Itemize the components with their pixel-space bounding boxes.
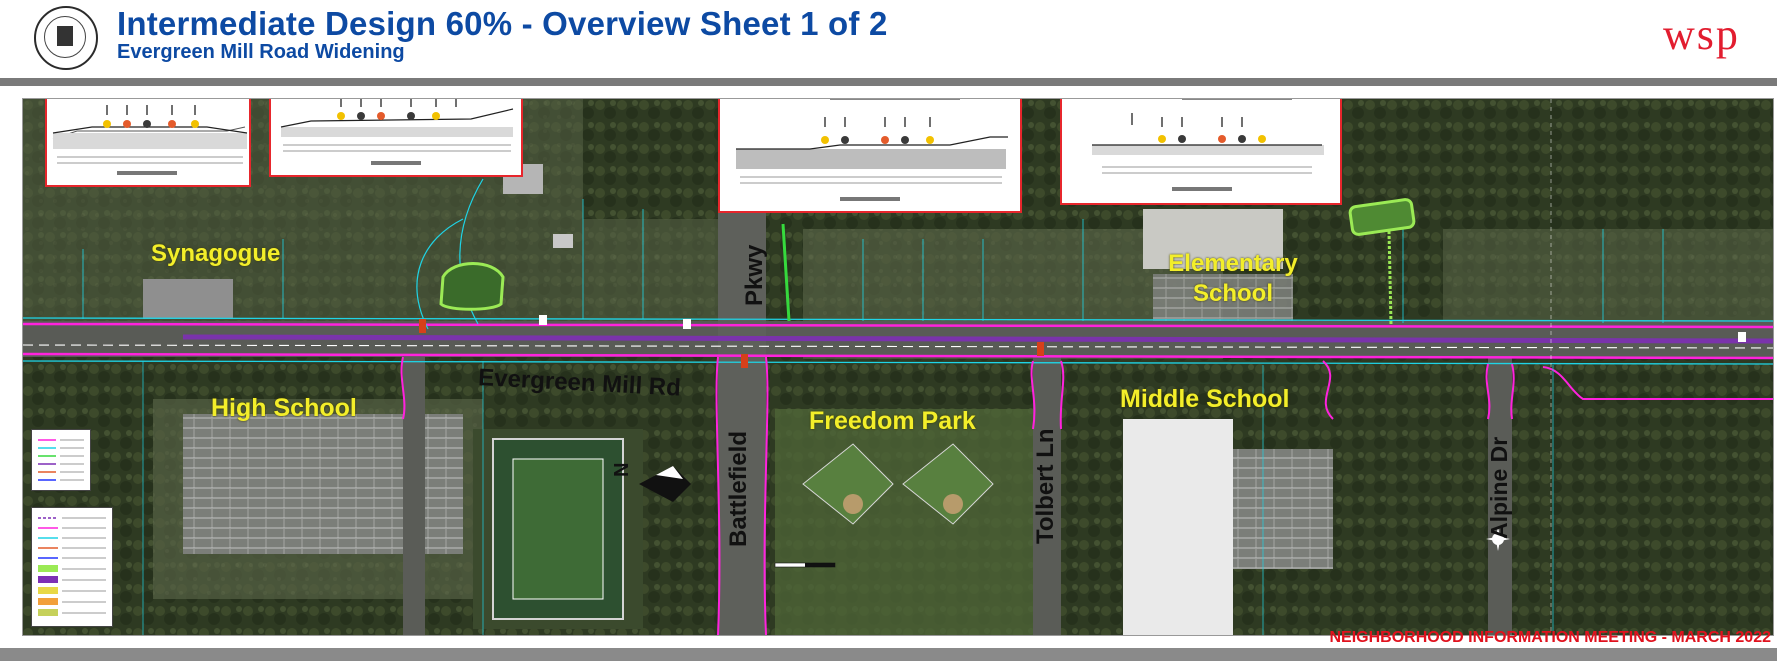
sheet-title: Intermediate Design 60% - Overview Sheet… [117,5,888,42]
header: Intermediate Design 60% - Overview Sheet… [0,0,1777,78]
baseball-field-1 [802,443,894,525]
section-c-c-inset [718,99,1022,213]
label-pkwy: Pkwy [741,244,768,306]
aerial-map: Synagogue High School Freedom Park Eleme… [22,98,1774,636]
traffic-signal-icon [1037,342,1044,356]
existing-legend [31,429,91,491]
section-b-b-inset [269,99,523,177]
wsp-logo: wsp [1663,10,1740,59]
section-a-a-inset [45,99,251,187]
label-freedom-park: Freedom Park [809,407,976,435]
traffic-signal-icon [419,319,426,333]
section-d-d-inset [1060,99,1342,205]
label-tolbert-ln: Tolbert Ln [1032,428,1059,544]
traffic-signal-icon [741,354,748,368]
label-synagogue: Synagogue [151,240,281,267]
label-elementary-school: Elementary School [1168,250,1298,307]
footer-divider [0,648,1777,661]
proposed-legend [31,507,113,627]
alpine-drive-pavement [1488,349,1512,635]
label-battlefield: Battlefield [725,430,752,547]
baseball-field-2 [902,443,994,525]
stormwater-pond-east [1348,198,1416,236]
scale-bar [775,563,805,567]
project-subtitle: Evergreen Mill Road Widening [117,41,405,63]
north-letter: N [611,462,633,477]
town-seal-icon [34,6,98,70]
tolbert-lane-pavement [1033,349,1061,635]
label-alpine-dr: Alpine Dr [1486,436,1512,539]
meeting-note: NEIGHBORHOOD INFORMATION MEETING - MARCH… [1329,629,1772,646]
middle-school-building [1123,419,1233,635]
label-middle-school: Middle School [1120,385,1290,413]
header-divider [0,78,1777,86]
label-high-school: High School [211,394,357,422]
elementary-school-building [1143,209,1283,269]
stormwater-pond-west [439,262,505,311]
